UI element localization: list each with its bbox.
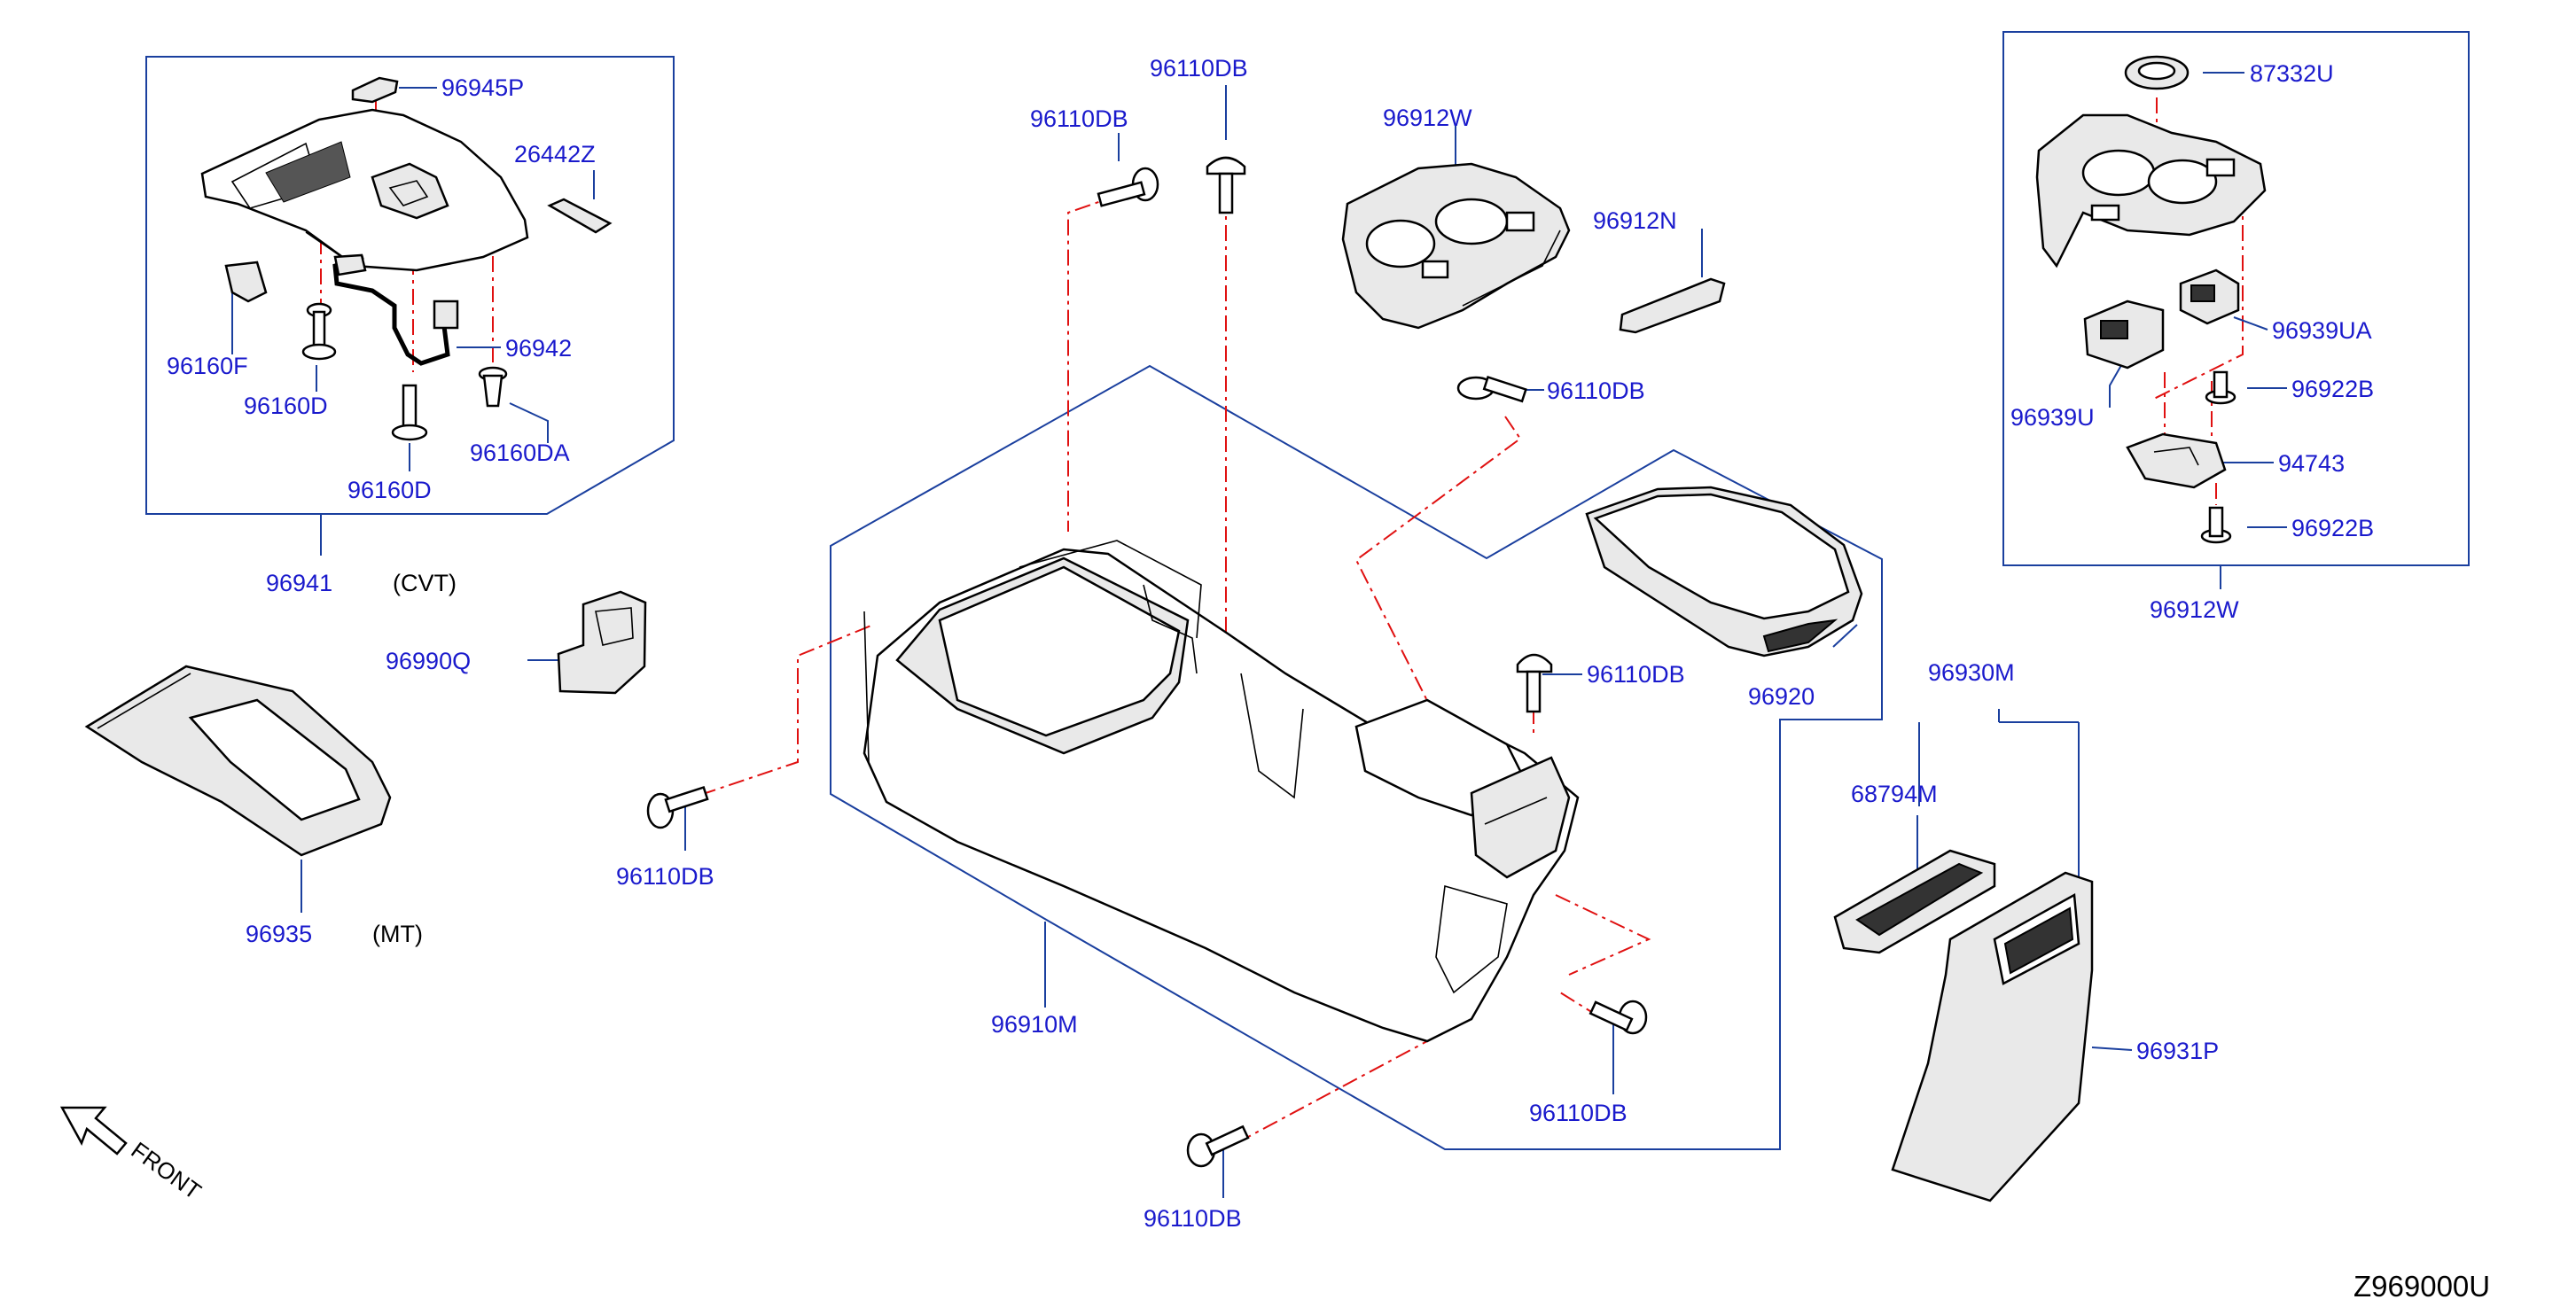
label-96160DA: 96160DA	[470, 440, 570, 466]
label-96110DB-bottom: 96110DB	[1144, 1205, 1242, 1232]
label-96922B-a: 96922B	[2291, 376, 2374, 402]
part-96931P-rear-finisher	[1891, 871, 2094, 1202]
part-96922B-screw-a	[2205, 370, 2236, 405]
leader-lines	[231, 72, 2287, 1198]
label-96110DB-right: 96110DB	[1587, 661, 1685, 688]
label-96160D-a: 96160D	[244, 393, 328, 419]
label-87332U: 87332U	[2250, 60, 2334, 87]
part-26442Z-bezel	[547, 198, 613, 234]
part-96160DA-screw	[478, 366, 508, 408]
part-96110DB-screw-top	[1206, 156, 1246, 214]
part-68794M-vent	[1833, 849, 1996, 954]
label-96942: 96942	[505, 335, 572, 362]
part-96160D-screw-b	[391, 384, 428, 441]
label-96912N: 96912N	[1593, 207, 1677, 234]
part-96920-armrest	[1585, 486, 1863, 658]
part-96941-finisher	[200, 108, 529, 272]
part-96912N-plate	[1619, 277, 1726, 334]
part-96939UA-switch	[2179, 268, 2240, 325]
part-96110DB-screw-mid	[1456, 376, 1527, 403]
label-96939UA: 96939UA	[2272, 317, 2372, 344]
part-labels: 96945P 26442Z 96942 96160F 96160D 96160D…	[126, 55, 2490, 1303]
label-94743: 94743	[2278, 450, 2345, 477]
part-96990Q-bracket	[557, 590, 647, 695]
part-96110DB-screw-topleft	[1097, 167, 1159, 207]
label-26442Z: 26442Z	[514, 141, 596, 167]
part-87332U-mat	[2124, 55, 2190, 90]
label-front: FRONT	[126, 1137, 206, 1205]
part-96939U-switch	[2083, 300, 2165, 370]
part-96110DB-screw-bottom	[1186, 1124, 1250, 1168]
part-96160D-screw-a	[301, 302, 337, 361]
front-arrow-icon	[59, 1106, 128, 1155]
part-96110DB-screw-lowright	[1589, 1000, 1648, 1035]
part-96922B-screw-b	[2200, 506, 2232, 544]
label-96941: 96941	[266, 570, 332, 596]
label-96110DB-left: 96110DB	[616, 863, 714, 890]
label-96110DB-lowright: 96110DB	[1529, 1100, 1628, 1126]
label-96939U: 96939U	[2010, 404, 2095, 431]
group-box-96941	[145, 56, 675, 515]
part-96910M-console	[863, 540, 1580, 1043]
label-96931P: 96931P	[2136, 1038, 2219, 1064]
label-cvt: (CVT)	[393, 570, 457, 596]
part-96110DB-screw-right	[1516, 653, 1553, 713]
label-96912W-top: 96912W	[1383, 105, 1472, 131]
group-box-96910M	[830, 364, 1883, 1150]
part-96942-harness	[332, 253, 459, 366]
label-96110DB-topleft: 96110DB	[1030, 105, 1128, 132]
label-96935: 96935	[246, 921, 312, 947]
part-96912W-cupholder-box	[2035, 113, 2267, 268]
label-96945P: 96945P	[441, 74, 524, 101]
label-96110DB-mid: 96110DB	[1547, 377, 1645, 404]
part-96935-finisher	[84, 665, 392, 857]
part-96110DB-screw-left	[646, 785, 709, 829]
part-96912W-cupholder-top	[1341, 162, 1571, 330]
label-96930M: 96930M	[1928, 659, 2015, 686]
group-box-96912W	[2002, 31, 2470, 566]
label-96922B-b: 96922B	[2291, 515, 2374, 541]
label-96912W-box: 96912W	[2150, 596, 2239, 623]
label-96990Q: 96990Q	[386, 648, 471, 674]
label-mt: (MT)	[372, 921, 423, 947]
label-96160D-b: 96160D	[347, 477, 432, 503]
part-96945P-clip	[351, 76, 399, 104]
label-96910M: 96910M	[991, 1011, 1078, 1038]
label-68794M: 68794M	[1851, 781, 1938, 807]
label-96160F: 96160F	[167, 353, 248, 379]
diagram-id: Z969000U	[2354, 1270, 2490, 1303]
part-94743-bracket	[2126, 432, 2227, 489]
part-96160F-clip	[224, 261, 268, 303]
label-96920: 96920	[1748, 683, 1815, 710]
label-96110DB-top: 96110DB	[1150, 55, 1248, 82]
